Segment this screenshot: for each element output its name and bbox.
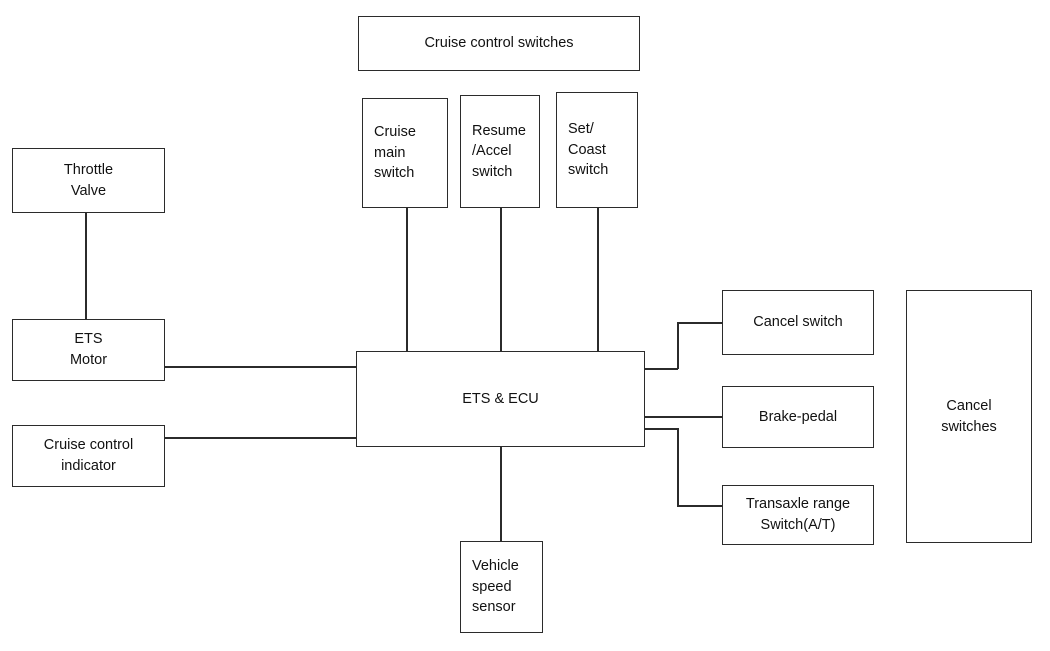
node-cancel-switch[interactable]: Cancel switch: [722, 290, 874, 355]
connector-ecu-to-brake-pedal: [644, 416, 723, 418]
node-ets-ecu[interactable]: ETS & ECU: [356, 351, 645, 447]
node-transaxle-range-switch[interactable]: Transaxle range Switch(A/T): [722, 485, 874, 545]
connector-cruise-main-switch-to-ecu: [406, 207, 408, 353]
node-set-coast-switch[interactable]: Set/ Coast switch: [556, 92, 638, 208]
connector-indicator-to-ecu: [164, 437, 357, 439]
connector-ecu-to-cancel-switch-seg3: [677, 322, 723, 324]
connector-ecu-to-transaxle-seg3: [677, 505, 723, 507]
node-ets-motor[interactable]: ETS Motor: [12, 319, 165, 381]
connector-ecu-to-cancel-switch-seg1: [644, 368, 678, 370]
connector-throttle-valve-to-ets-motor: [85, 213, 87, 319]
node-brake-pedal[interactable]: Brake-pedal: [722, 386, 874, 448]
connector-resume-accel-switch-to-ecu: [500, 207, 502, 353]
node-cruise-control-switches-label: Cruise control switches: [424, 35, 574, 52]
connector-ecu-to-vehicle-speed-sensor: [500, 446, 502, 542]
node-resume-accel-switch-label: Resume /Accel switch: [472, 122, 526, 180]
node-cruise-control-indicator[interactable]: Cruise control indicator: [12, 425, 165, 487]
node-throttle-valve[interactable]: Throttle Valve: [12, 148, 165, 213]
node-cruise-main-switch[interactable]: Cruise main switch: [362, 98, 448, 208]
node-cruise-control-indicator-label: Cruise control indicator: [43, 437, 134, 474]
node-cruise-main-switch-label: Cruise main switch: [374, 124, 416, 182]
connector-ets-motor-to-ecu: [164, 366, 357, 368]
node-vehicle-speed-sensor-label: Vehicle speed sensor: [472, 558, 519, 616]
node-throttle-valve-label: Throttle Valve: [63, 161, 114, 199]
connector-ecu-to-cancel-switch-seg2: [677, 322, 679, 369]
node-cancel-switch-label: Cancel switch: [753, 314, 843, 331]
connector-set-coast-switch-to-ecu: [597, 207, 599, 353]
node-set-coast-switch-label: Set/ Coast switch: [568, 121, 609, 179]
node-vehicle-speed-sensor[interactable]: Vehicle speed sensor: [460, 541, 543, 633]
connector-ecu-to-transaxle-seg2: [677, 428, 679, 506]
node-ets-ecu-label: ETS & ECU: [462, 390, 539, 407]
node-resume-accel-switch[interactable]: Resume /Accel switch: [460, 95, 540, 208]
connector-ecu-to-transaxle-seg1: [644, 428, 678, 430]
node-ets-motor-label: ETS Motor: [69, 331, 108, 368]
node-brake-pedal-label: Brake-pedal: [758, 408, 838, 425]
node-cancel-switches-group-label: Cancel switches: [941, 397, 997, 435]
node-transaxle-range-switch-label: Transaxle range Switch(A/T): [745, 496, 851, 533]
node-cancel-switches-group[interactable]: Cancel switches: [906, 290, 1032, 543]
node-cruise-control-switches[interactable]: Cruise control switches: [358, 16, 640, 71]
